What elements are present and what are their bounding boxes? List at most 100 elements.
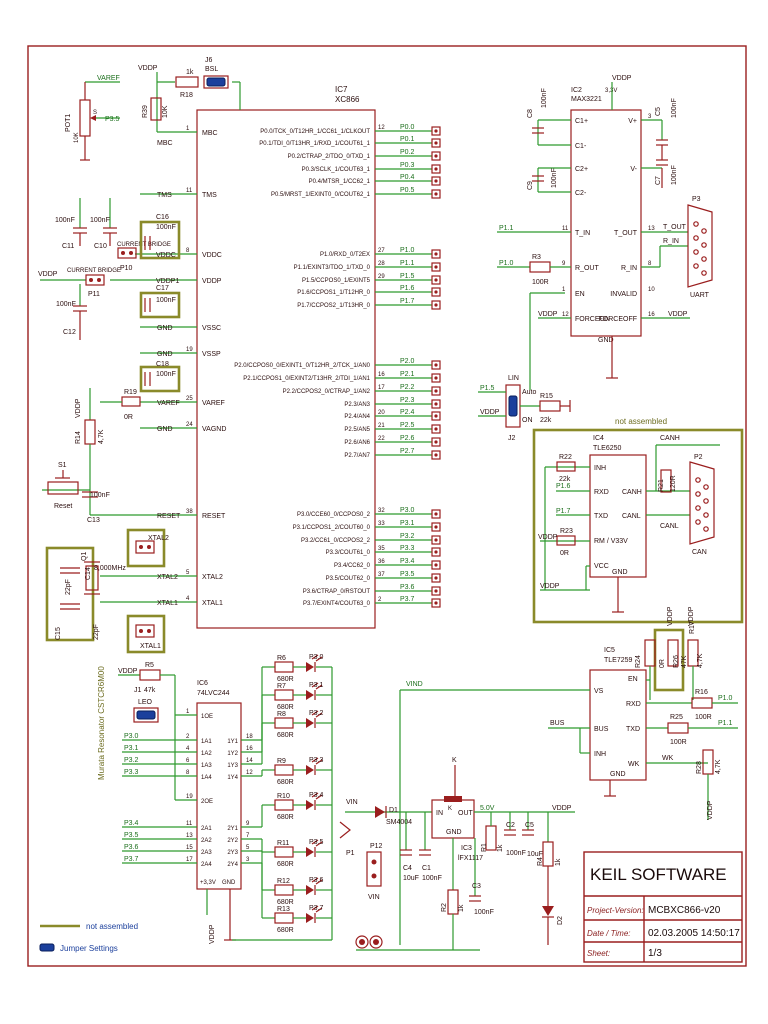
ic6-pin-num: 7 (246, 833, 250, 839)
resonator-label: Murata Resonator CSTCR6M00 (97, 666, 106, 780)
mbc-label: MBC (157, 140, 173, 147)
ic7-pin-vagnd: VAGND (202, 426, 226, 433)
r3-value: 100R (532, 279, 549, 286)
can-connector[interactable] (689, 461, 715, 545)
r4-ref: R4 (537, 857, 544, 866)
ic6-pin-num: 19 (186, 794, 193, 800)
ic7-pin-P3-5: P3.5/COUT62_0 (326, 576, 371, 582)
ic6-pin-num: 2 (186, 734, 190, 740)
ic3-ref: IC3 (461, 845, 472, 852)
c17: C17 100nF VDDP1 (139, 278, 181, 319)
ic7-pin-num: 36 (378, 559, 385, 565)
tms-net: TMS (157, 192, 172, 199)
c11-c10: 100nF C11 100nF C10 (55, 198, 117, 250)
net-label-P2-3: P2.3 (400, 397, 415, 404)
ic2-gnd: GND (598, 337, 614, 344)
j6-bsl-jumper[interactable]: J6 BSL (203, 57, 229, 89)
led-label: P3.5 (309, 839, 324, 846)
r14: VDDP R14 4,7K (75, 388, 105, 515)
ic6-input-P3-0: P3.0 (124, 733, 139, 740)
r16-ref: R16 (695, 689, 708, 696)
vddp-label-top: VDDP (138, 65, 158, 72)
c16-value: 100nF (156, 224, 176, 231)
xtal2-jumper[interactable]: XTAL2 (126, 528, 169, 568)
p16-label: P1.6 (556, 483, 571, 490)
p10-current-bridge[interactable]: CURRENT BRIDGE P10 (117, 242, 171, 272)
c12-ref: C12 (63, 329, 76, 336)
c8-value: 100nF (541, 88, 548, 108)
p1-power-jack[interactable]: P1 (339, 821, 355, 857)
ic7-pin-num: 29 (378, 274, 385, 280)
c9-value: 100nF (551, 168, 558, 188)
reset-switch[interactable]: S1 Reset (42, 462, 90, 510)
ic6-pin-1a4: 1A4 (201, 775, 212, 781)
r1-value: 1k (497, 844, 504, 852)
pot1-ref: POT1 (65, 114, 72, 132)
ic7-pin-num: 33 (378, 521, 385, 527)
ic7-pin-P3-3: P3.3/COUT61_0 (326, 550, 371, 556)
ic3-gnd: GND (446, 829, 462, 836)
ic6-pin-2y3: 2Y3 (227, 850, 238, 856)
ic6-input-P3-4: P3.4 (124, 820, 139, 827)
c7-value: 100nF (671, 165, 678, 185)
led-resistor-ref: R7 (277, 683, 286, 690)
ic6-pin-2y2: 2Y2 (227, 838, 238, 844)
r25-value: 100R (670, 739, 687, 746)
c8: C8 100nF (527, 88, 571, 146)
net-label-P3-1: P3.1 (400, 520, 415, 527)
ic2-pin-forceon: FORCEON (575, 316, 610, 323)
ic4-gnd: GND (612, 569, 628, 576)
net-label-P1-5: P1.5 (400, 273, 415, 280)
c3-value: 100nF (474, 909, 494, 916)
ic7-pin-P0-0: P0.0/TCK_0/T12HR_1/CC61_1/CLKOUT (260, 129, 370, 135)
r39-value: 10K (162, 105, 169, 118)
ic7-pin-num: 2 (378, 597, 382, 603)
xtal1-jumper[interactable]: XTAL1 (126, 614, 166, 654)
ic2-pin-c2: C2+ (575, 166, 588, 173)
legend-not-assembled: not assembled (86, 922, 138, 931)
vddp-label-forceon: VDDP (538, 311, 558, 318)
j1-leo-jumper[interactable]: J1 47k LEO (133, 687, 159, 723)
can-label: CAN (692, 549, 707, 556)
ic2-pin-num: 3 (648, 114, 652, 120)
varef-net: VAREF (157, 400, 180, 407)
net-label-P3-2: P3.2 (400, 533, 415, 540)
ic6-input-P3-6: P3.6 (124, 844, 139, 851)
led-resistor-value: 680R (277, 779, 294, 786)
xtal2-net: XTAL2 (157, 574, 178, 581)
ic7-pin-vddp: VDDP (202, 278, 222, 285)
ic6-pin-2a3: 2A3 (201, 850, 212, 856)
c13-ref: C13 (87, 517, 100, 524)
pot1-value: 10K (74, 132, 80, 143)
net-label-P2-2: P2.2 (400, 384, 415, 391)
reset-caption: Reset (54, 503, 72, 510)
ic2-pin-num: 1 (562, 287, 566, 293)
ic2-pin-num: 10 (648, 287, 655, 293)
ic7-pin-reset: RESET (202, 513, 226, 520)
ic6-pin-num: 4 (186, 746, 190, 752)
ic4-canl: CANL (622, 513, 641, 520)
ic5-en: EN (628, 676, 638, 683)
xtal1-net: XTAL1 (157, 600, 178, 607)
ic7-pin-P3-7: P3.7/EXINT4/COUT63_0 (303, 601, 371, 607)
vddp-label-ic2: VDDP (612, 75, 632, 82)
net-label-P3-5: P3.5 (400, 571, 415, 578)
ic2-pin-num: 12 (562, 312, 569, 318)
ic7-pin-num: 21 (378, 423, 385, 429)
j2-lin-jumper[interactable]: LIN Auto ON J2 P1.5 VDDP R15 22k (478, 375, 571, 442)
pot1: VAREF POT1 10K S P3.5 (65, 75, 120, 161)
sheet-frame (27, 45, 747, 967)
ic6-pin-1a2: 1A2 (201, 751, 212, 757)
vddp-label-r23: VDDP (538, 534, 558, 541)
p12-connector[interactable]: P12 VIN (366, 843, 383, 901)
ic4-vcc: VCC (594, 563, 609, 570)
ic7-pin-num: 8 (186, 248, 190, 254)
p11-current-bridge[interactable]: VDDP CURRENT BRIDGE P11 (38, 268, 121, 298)
uart-connector[interactable]: P3 UART (687, 196, 713, 299)
led-label: P3.1 (309, 682, 324, 689)
ic7-pin-num: 25 (186, 396, 193, 402)
ic7-pin-P1-6: P1.6/CCPOS1_1/T12HR_0 (297, 290, 370, 296)
